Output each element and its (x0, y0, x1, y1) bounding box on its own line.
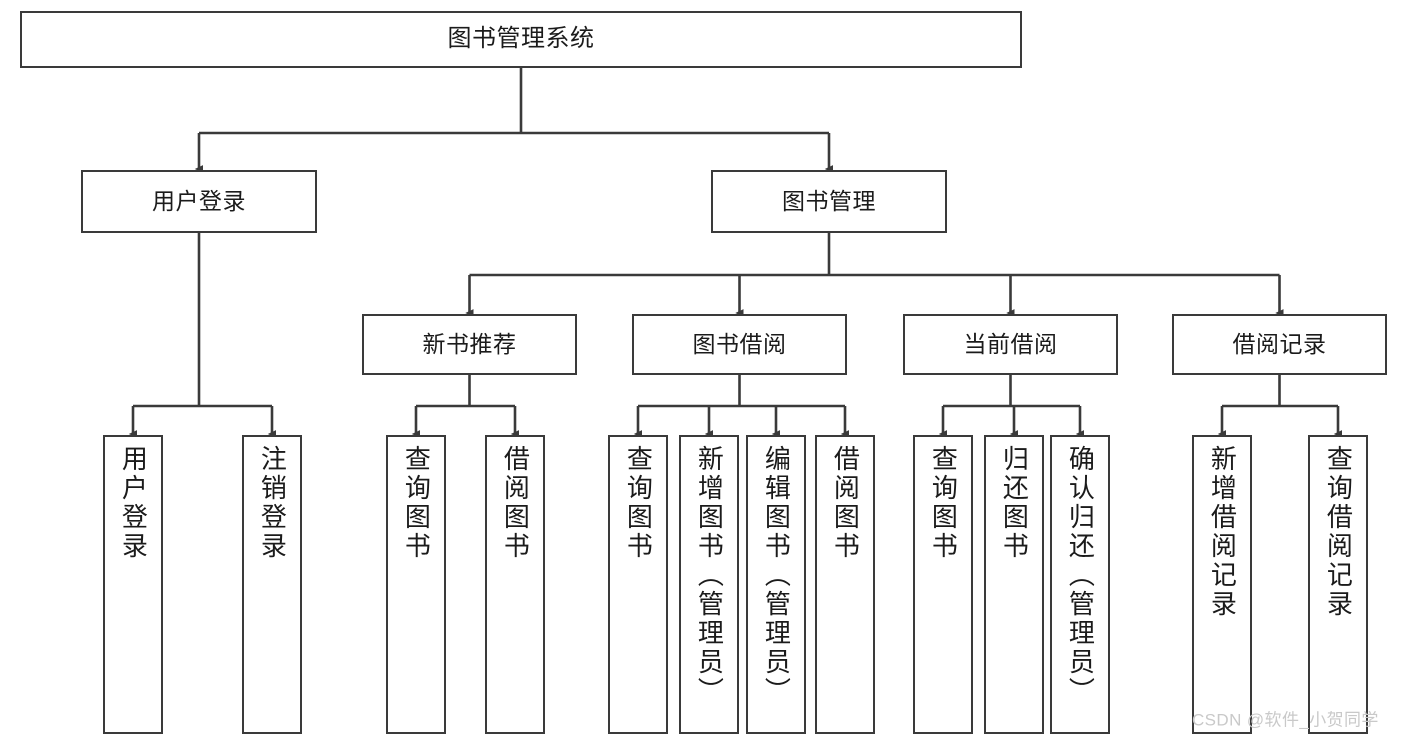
node-label-leaf-rc-add: 新增借阅记录 (1207, 445, 1238, 619)
node-leaf-login[interactable]: 用户登录 (103, 435, 163, 734)
node-leaf-cu-q[interactable]: 查询图书 (913, 435, 973, 734)
node-leaf-nb-b[interactable]: 借阅图书 (485, 435, 545, 734)
node-label-leaf-bw-q: 查询图书 (623, 445, 654, 561)
node-label-current: 当前借阅 (963, 330, 1058, 357)
node-label-leaf-nb-b: 借阅图书 (500, 445, 531, 561)
node-bookmgmt[interactable]: 图书管理 (711, 170, 947, 233)
node-login[interactable]: 用户登录 (81, 170, 317, 233)
node-leaf-bw-q[interactable]: 查询图书 (608, 435, 668, 734)
node-label-login: 用户登录 (152, 187, 246, 214)
node-borrow[interactable]: 图书借阅 (632, 314, 847, 375)
node-label-leaf-cu-r: 归还图书 (999, 445, 1030, 561)
node-leaf-bw-add[interactable]: 新增图书（管理员） (679, 435, 739, 734)
node-newbook[interactable]: 新书推荐 (362, 314, 577, 375)
node-label-newbook: 新书推荐 (422, 330, 517, 357)
node-label-borrow: 图书借阅 (692, 330, 787, 357)
node-label-leaf-login: 用户登录 (118, 445, 149, 561)
node-label-leaf-cu-c: 确认归还（管理员） (1065, 445, 1096, 706)
node-leaf-rc-q[interactable]: 查询借阅记录 (1308, 435, 1368, 734)
node-label-root: 图书管理系统 (447, 25, 595, 53)
node-leaf-cu-c[interactable]: 确认归还（管理员） (1050, 435, 1110, 734)
node-label-leaf-nb-q: 查询图书 (401, 445, 432, 561)
node-leaf-rc-add[interactable]: 新增借阅记录 (1192, 435, 1252, 734)
node-label-leaf-logout: 注销登录 (257, 445, 288, 561)
node-root[interactable]: 图书管理系统 (20, 11, 1022, 68)
node-label-leaf-bw-bo: 借阅图书 (830, 445, 861, 561)
node-leaf-nb-q[interactable]: 查询图书 (386, 435, 446, 734)
node-current[interactable]: 当前借阅 (903, 314, 1118, 375)
node-label-bookmgmt: 图书管理 (782, 187, 876, 214)
node-label-records: 借阅记录 (1232, 330, 1327, 357)
node-label-leaf-bw-ed: 编辑图书（管理员） (761, 445, 792, 706)
node-leaf-logout[interactable]: 注销登录 (242, 435, 302, 734)
node-leaf-bw-bo[interactable]: 借阅图书 (815, 435, 875, 734)
node-leaf-bw-ed[interactable]: 编辑图书（管理员） (746, 435, 806, 734)
node-leaf-cu-r[interactable]: 归还图书 (984, 435, 1044, 734)
edge-layer (128, 68, 1343, 438)
node-label-leaf-rc-q: 查询借阅记录 (1323, 445, 1354, 619)
node-records[interactable]: 借阅记录 (1172, 314, 1387, 375)
node-label-leaf-bw-add: 新增图书（管理员） (694, 445, 725, 706)
node-label-leaf-cu-q: 查询图书 (928, 445, 959, 561)
